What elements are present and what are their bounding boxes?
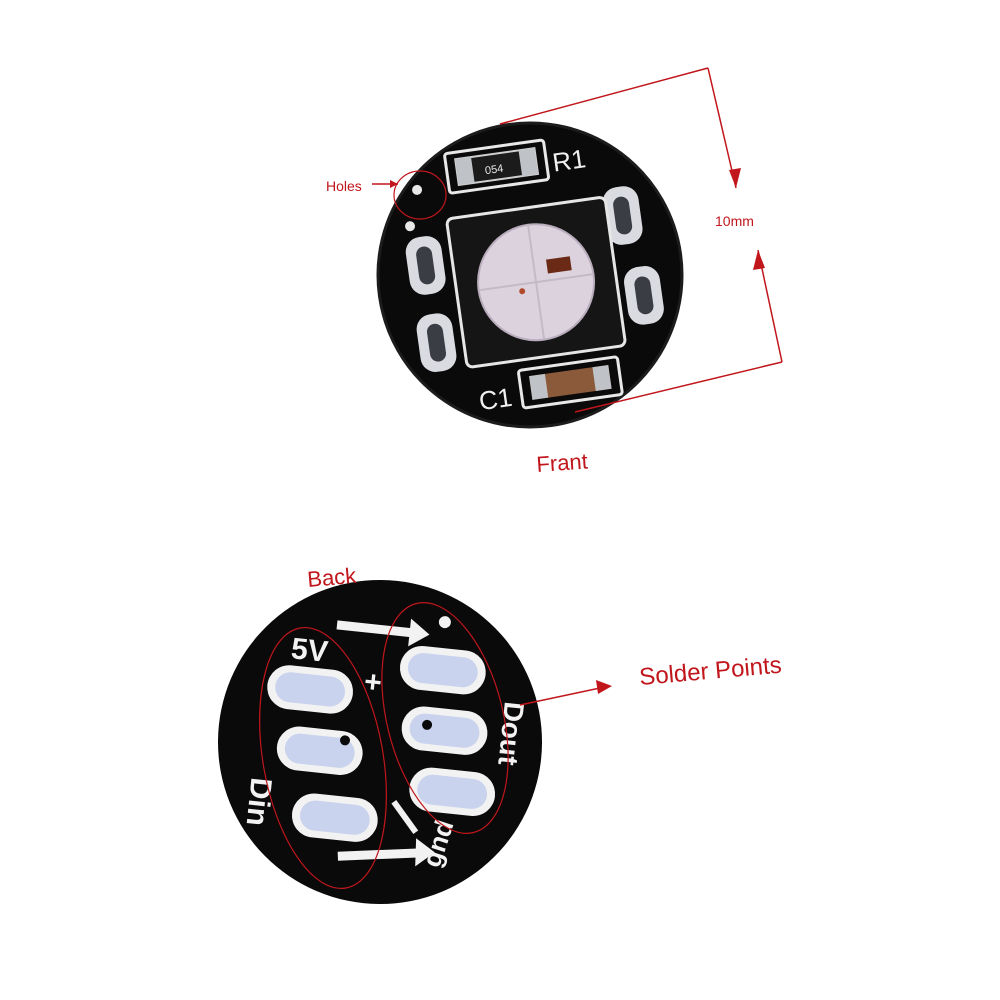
holes-label: Holes: [326, 178, 362, 194]
pin-5v-label: 5V: [290, 632, 330, 669]
front-caption: Frant: [536, 448, 589, 477]
dimension-label: 10mm: [715, 213, 754, 229]
dimension-annotation: 10mm: [499, 67, 783, 413]
dimension-arrow-up-icon: [753, 250, 765, 270]
resistor-ref-label: R1: [551, 143, 588, 177]
capacitor-outline: [517, 355, 624, 410]
dimension-arrow-down-icon: [729, 168, 741, 188]
resistor-code-label: 054: [484, 163, 504, 177]
silk-arrow-right-icon: [415, 838, 435, 867]
resistor-outline: [443, 138, 550, 195]
solder-group-circle: [381, 602, 509, 834]
holes-arrow-icon: [390, 180, 398, 188]
solder-arrow-icon: [596, 680, 612, 694]
back-caption: Back: [306, 563, 358, 592]
plus-label: +: [363, 665, 384, 700]
solder-group-circle: [259, 626, 387, 890]
led-die: [546, 256, 572, 274]
solder-points-label: Solder Points: [638, 652, 783, 691]
mounting-hole: [405, 221, 416, 232]
silk-arrow-right-icon: [408, 618, 430, 647]
solder-points-annotation: Solder Points: [519, 652, 783, 706]
mounting-hole: [412, 184, 423, 195]
holes-annotation: Holes: [326, 170, 447, 220]
capacitor-ref-label: C1: [477, 382, 514, 416]
front-board: 054 R1 C1: [326, 67, 783, 477]
capacitor-body: [529, 364, 612, 400]
pin-dout-label: Dout: [492, 700, 529, 767]
back-board: 5V + Din Dout gnd Back: [218, 563, 783, 904]
holes-circle: [393, 170, 447, 220]
